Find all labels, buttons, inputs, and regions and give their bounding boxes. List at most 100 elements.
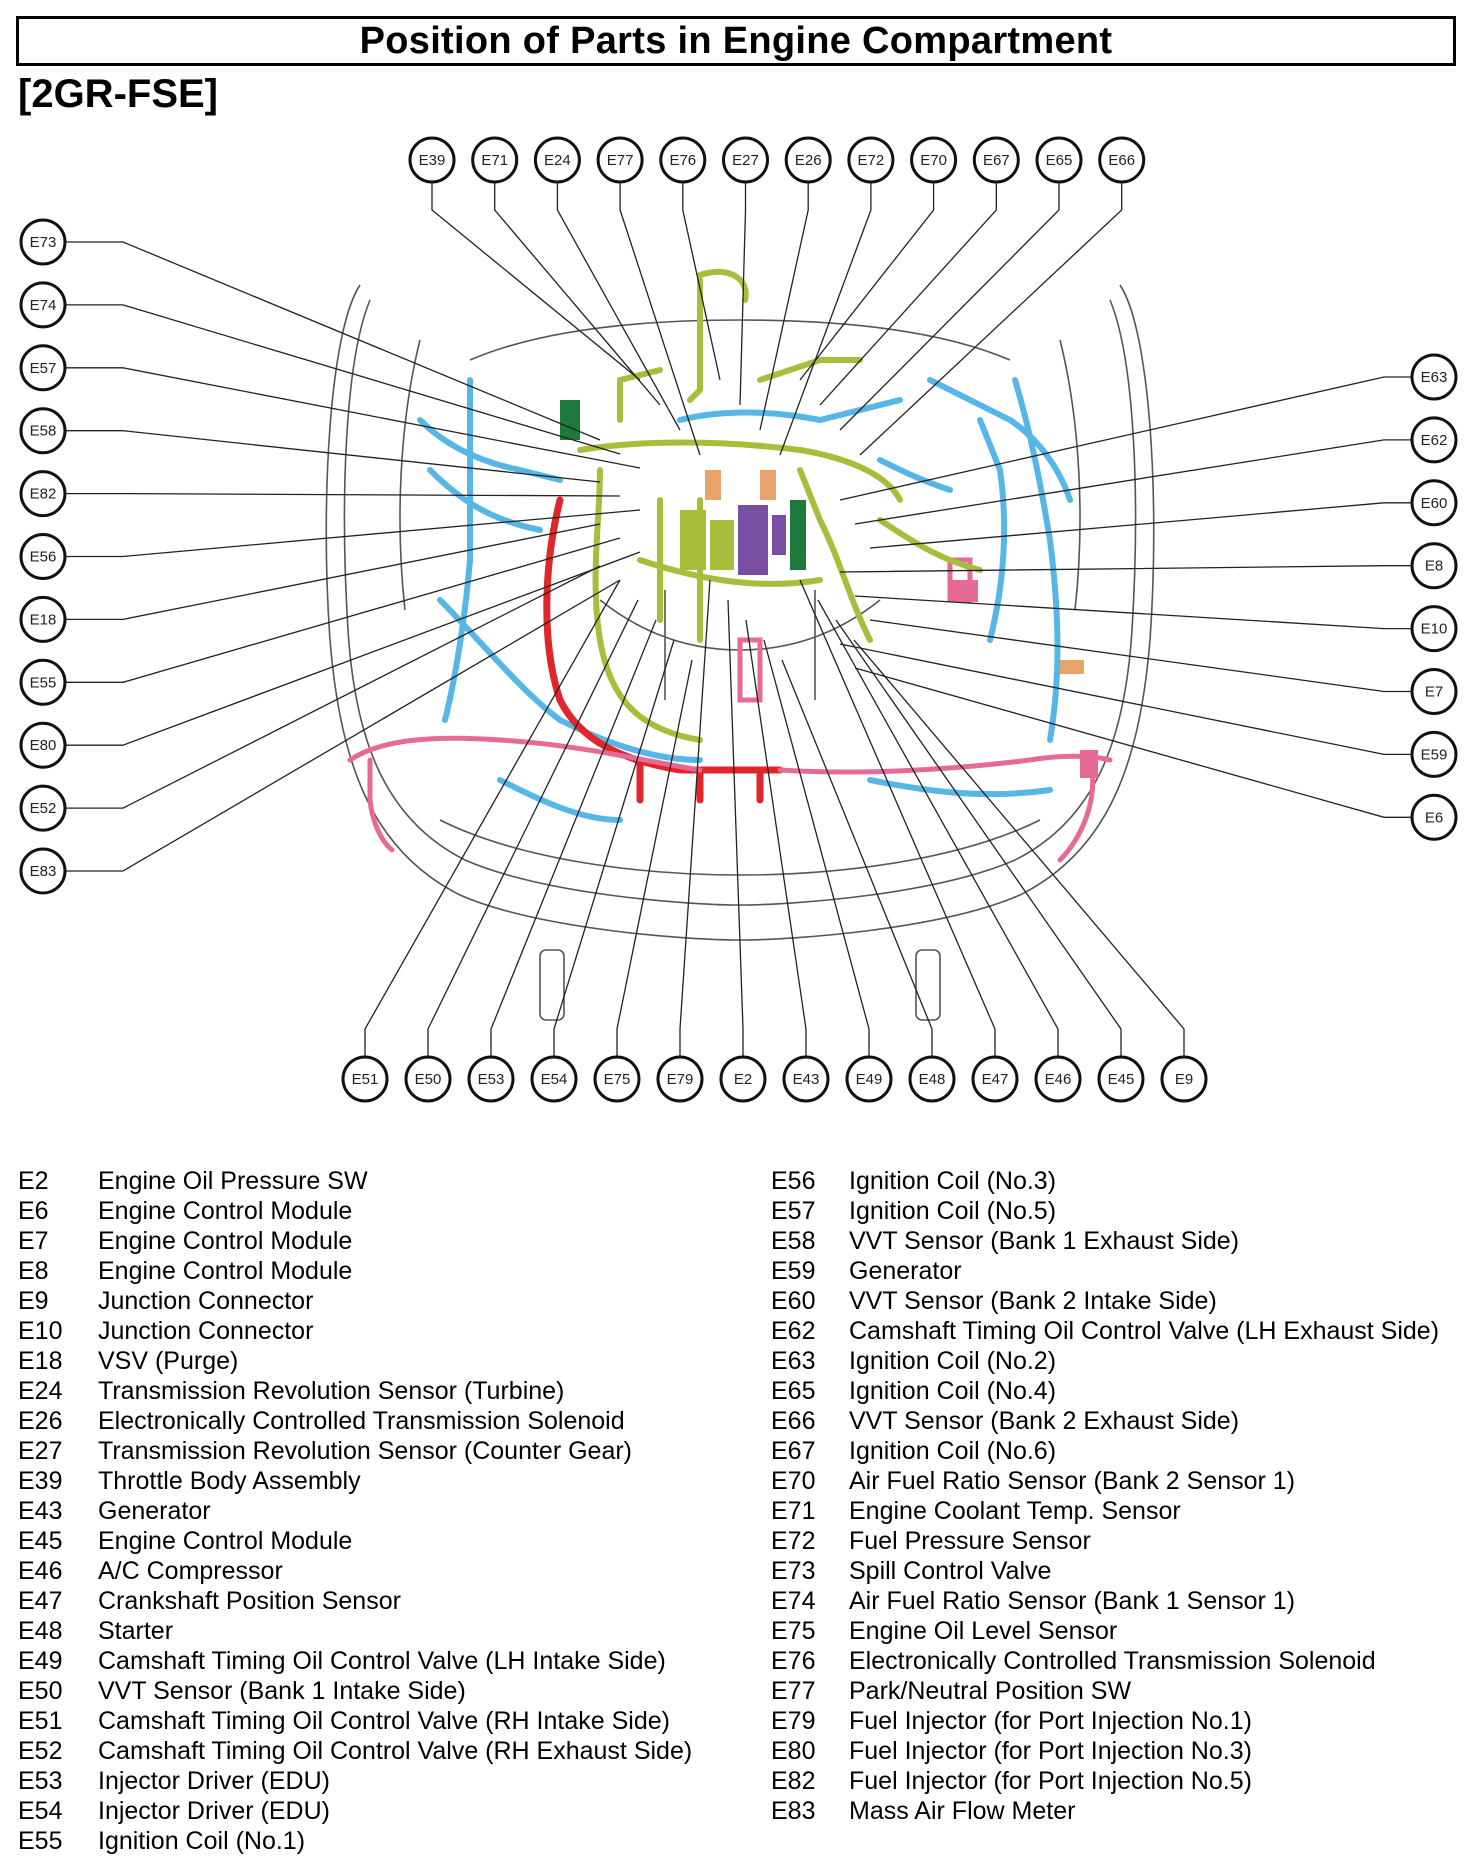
legend-part-name: VVT Sensor (Bank 1 Intake Side) xyxy=(98,1677,466,1705)
callout-circle xyxy=(19,218,67,266)
callout-e76: E76 xyxy=(659,136,707,184)
leader-line-e70 xyxy=(799,182,935,381)
callout-circle xyxy=(1035,136,1083,184)
callout-label: E65 xyxy=(1046,152,1073,169)
callout-label: E43 xyxy=(793,1071,820,1088)
callout-circle xyxy=(19,595,67,643)
callout-label: E79 xyxy=(667,1071,694,1088)
legend-part-name: Ignition Coil (No.5) xyxy=(849,1197,1057,1225)
leader-line-e47 xyxy=(799,579,996,1057)
callout-circle xyxy=(972,136,1020,184)
legend-code: E67 xyxy=(771,1437,816,1465)
callout-e46: E46 xyxy=(1034,1055,1082,1103)
leader-line-e66 xyxy=(859,182,1123,456)
legend-part-name: Transmission Revolution Sensor (Turbine) xyxy=(98,1377,565,1405)
legend-part-name: Ignition Coil (No.3) xyxy=(849,1167,1057,1195)
leader-line-e60 xyxy=(869,502,1412,549)
callout-e77: E77 xyxy=(596,136,644,184)
legend-code: E50 xyxy=(18,1677,63,1705)
legend-part-name: Fuel Injector (for Port Injection No.1) xyxy=(849,1707,1252,1735)
leader-line-e39 xyxy=(431,182,641,381)
legend-code: E65 xyxy=(771,1377,816,1405)
legend-code: E74 xyxy=(771,1587,816,1615)
leader-line-e71 xyxy=(494,182,661,406)
callout-circle xyxy=(1410,668,1458,715)
callout-e67: E67 xyxy=(972,136,1020,184)
legend-code: E43 xyxy=(18,1497,63,1525)
leader-line-e63 xyxy=(839,376,1412,501)
legend-part-name: Injector Driver (EDU) xyxy=(98,1797,330,1825)
legend-code: E46 xyxy=(18,1557,63,1585)
callout-circle xyxy=(1160,1055,1208,1103)
callout-e49: E49 xyxy=(845,1055,893,1103)
legend-part-name: A/C Compressor xyxy=(98,1557,283,1585)
legend-part-name: Throttle Body Assembly xyxy=(98,1467,361,1495)
callout-label: E10 xyxy=(1421,621,1448,638)
callout-circle xyxy=(593,1055,641,1103)
legend-part-name: Fuel Pressure Sensor xyxy=(849,1527,1091,1555)
callout-label: E75 xyxy=(604,1071,631,1088)
leader-line-e53 xyxy=(490,619,657,1057)
legend-code: E52 xyxy=(18,1737,63,1765)
callout-circle xyxy=(19,784,67,832)
callout-label: E62 xyxy=(1421,432,1448,449)
callout-circle xyxy=(847,136,895,184)
legend-part-name: Junction Connector xyxy=(98,1317,314,1345)
leader-line-e46 xyxy=(817,599,1059,1057)
leader-line-e2 xyxy=(727,599,744,1057)
callout-e63: E63 xyxy=(1410,353,1458,401)
callout-e48: E48 xyxy=(908,1055,956,1103)
legend-code: E63 xyxy=(771,1347,816,1375)
callout-e82: E82 xyxy=(19,470,67,518)
legend-code: E79 xyxy=(771,1707,816,1735)
legend-code: E53 xyxy=(18,1767,63,1795)
legend-row: E49 Camshaft Timing Oil Control Valve (LH… xyxy=(18,1646,692,1676)
legend-part-name: VSV (Purge) xyxy=(98,1347,239,1375)
callout-label: E51 xyxy=(352,1071,379,1088)
legend-row: E46 A/C Compressor xyxy=(18,1556,692,1586)
legend-part-name: Engine Oil Level Sensor xyxy=(849,1617,1118,1645)
engine-code-subtitle: [2GR-FSE] xyxy=(18,72,218,116)
callout-e71: E71 xyxy=(471,136,519,184)
callout-e54: E54 xyxy=(530,1055,578,1103)
legend-part-name: Starter xyxy=(98,1617,174,1645)
callout-e10: E10 xyxy=(1410,605,1458,653)
callout-circle xyxy=(467,1055,515,1103)
legend-part-name: Park/Neutral Position SW xyxy=(849,1677,1132,1705)
legend-part-name: Camshaft Timing Oil Control Valve (RH Ex… xyxy=(98,1737,693,1765)
legend-part-name: Injector Driver (EDU) xyxy=(98,1767,330,1795)
callout-circle xyxy=(1097,1055,1145,1103)
callout-e24: E24 xyxy=(533,136,581,184)
legend-part-name: VVT Sensor (Bank 2 Intake Side) xyxy=(849,1287,1217,1315)
callout-e70: E70 xyxy=(910,136,958,184)
legend-code: E6 xyxy=(18,1197,49,1225)
callout-circle xyxy=(596,136,644,184)
callout-circle xyxy=(533,136,581,184)
callout-e7: E7 xyxy=(1410,668,1458,715)
callout-circle xyxy=(1410,730,1458,778)
callout-e39: E39 xyxy=(408,136,456,184)
callout-label: E8 xyxy=(1425,558,1443,575)
legend-code: E49 xyxy=(18,1647,63,1675)
callout-e65: E65 xyxy=(1035,136,1083,184)
legend-part-name: Spill Control Valve xyxy=(849,1557,1052,1585)
legend-part-name: Camshaft Timing Oil Control Valve (LH In… xyxy=(98,1647,666,1675)
callout-circle xyxy=(659,136,707,184)
callout-e62: E62 xyxy=(1410,416,1458,464)
callout-label: E24 xyxy=(544,152,571,169)
callout-circle xyxy=(971,1055,1019,1103)
legend-code: E80 xyxy=(771,1737,816,1765)
